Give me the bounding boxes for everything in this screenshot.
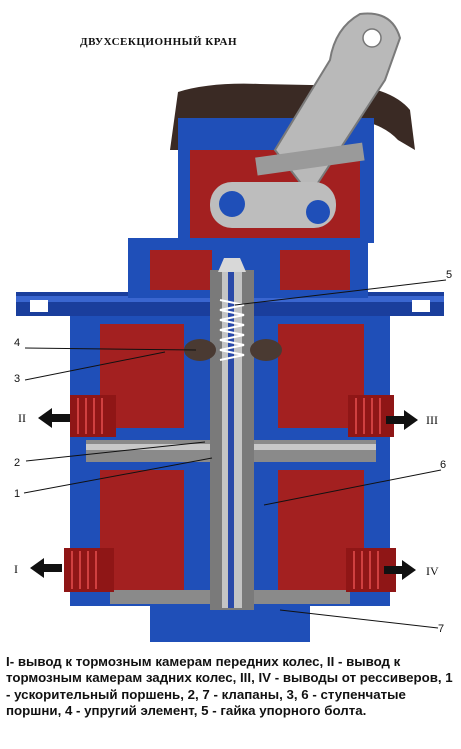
- arrow-I: [30, 558, 62, 578]
- label-3: 3: [14, 373, 20, 385]
- lever-cam: [210, 182, 336, 228]
- elastic-element-right: [250, 339, 282, 361]
- label-6: 6: [440, 459, 446, 471]
- label-2: 2: [14, 457, 20, 469]
- lever-arm: [273, 12, 402, 197]
- diagram-title: ДВУХСЕКЦИОННЫЙ КРАН: [80, 36, 238, 48]
- arrow-II: [38, 408, 70, 428]
- label-7: 7: [438, 623, 444, 635]
- label-4: 4: [14, 337, 20, 349]
- label-1: 1: [14, 488, 20, 500]
- valve-cross-section: 4 3 2 1 5 6 7 II III I IV: [14, 12, 452, 642]
- label-IV: IV: [426, 564, 439, 578]
- elastic-element-left: [184, 339, 216, 361]
- label-II: II: [18, 411, 26, 425]
- figure-caption: I- вывод к тормозным камерам передних ко…: [6, 654, 453, 719]
- spring: [219, 299, 245, 361]
- port-I: [64, 548, 114, 592]
- label-III: III: [426, 413, 438, 427]
- arrow-IV: [384, 560, 416, 580]
- label-5: 5: [446, 269, 452, 281]
- port-II: [70, 395, 116, 437]
- label-I: I: [14, 562, 18, 576]
- arrow-III: [386, 410, 418, 430]
